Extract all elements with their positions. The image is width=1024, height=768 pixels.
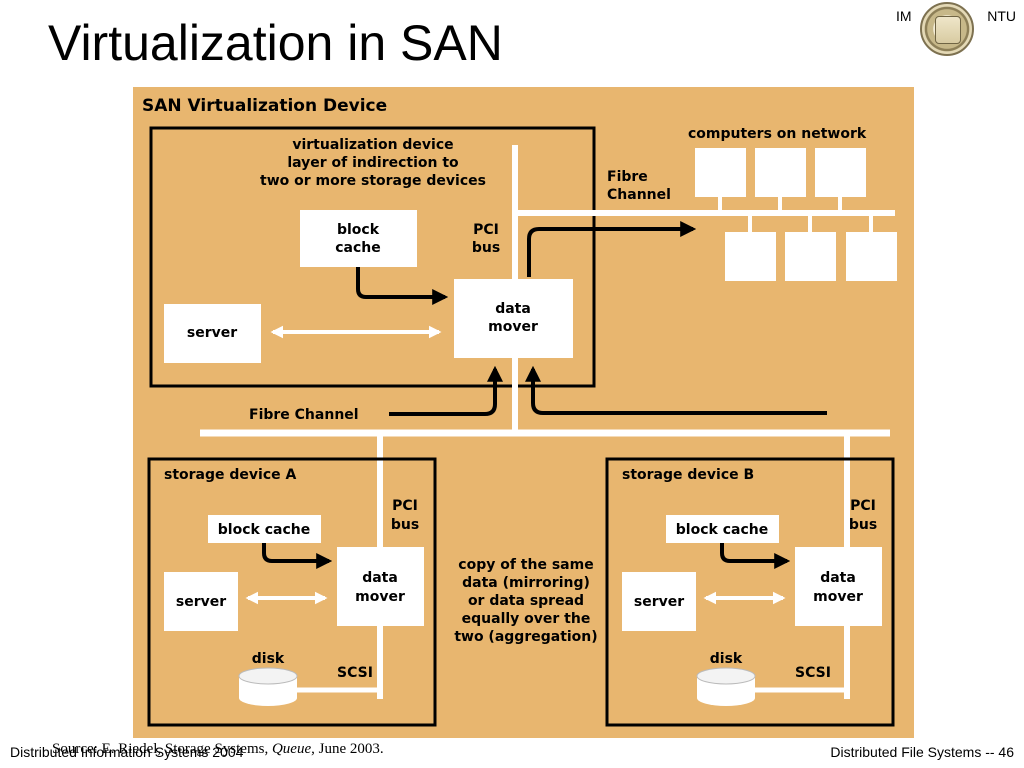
computers-on-network-label: computers on network xyxy=(688,126,867,142)
storage-a-title: storage device A xyxy=(164,467,296,483)
svg-text:SCSI: SCSI xyxy=(337,665,373,681)
storage-a-data-mover xyxy=(337,547,424,626)
pci-bus-label-2: bus xyxy=(472,240,500,256)
virtualization-title-3: two or more storage devices xyxy=(260,173,486,189)
network-computer-3 xyxy=(815,148,866,197)
logo-ntu-text: NTU xyxy=(987,8,1016,24)
svg-text:data: data xyxy=(820,570,856,586)
svg-text:block cache: block cache xyxy=(218,522,310,538)
fibre-channel-top-2: Channel xyxy=(607,187,671,203)
slide-title: Virtualization in SAN xyxy=(48,15,503,71)
svg-text:cache: cache xyxy=(335,240,381,256)
svg-text:mover: mover xyxy=(488,319,538,335)
network-computer-5 xyxy=(785,232,836,281)
fibre-channel-mid-label: Fibre Channel xyxy=(249,407,359,423)
footer-source: Source: E. Riedel, Storage Systems, Queu… xyxy=(52,741,384,757)
block-cache-box xyxy=(300,210,417,267)
svg-text:server: server xyxy=(187,325,237,341)
center-note-3: or data spread xyxy=(468,593,584,609)
storage-a-server xyxy=(164,572,238,631)
san-virtualization-figure: SAN Virtualization Device virtualization… xyxy=(133,87,914,738)
center-note-4: equally over the xyxy=(462,611,591,627)
svg-text:bus: bus xyxy=(849,517,877,533)
university-logo: IM NTU xyxy=(896,0,1018,62)
virtualization-device-box xyxy=(149,126,596,388)
svg-text:SCSI: SCSI xyxy=(795,665,831,681)
svg-text:bus: bus xyxy=(391,517,419,533)
network-computer-6 xyxy=(846,232,897,281)
logo-im-text: IM xyxy=(896,8,912,24)
svg-text:disk: disk xyxy=(252,651,285,667)
virtualization-title-1: virtualization device xyxy=(292,137,453,153)
storage-b-title: storage device B xyxy=(622,467,754,483)
svg-text:data: data xyxy=(362,570,398,586)
network-computer-4 xyxy=(725,232,776,281)
svg-text:server: server xyxy=(176,594,226,610)
storage-device-b-box xyxy=(605,457,895,727)
center-note-2: data (mirroring) xyxy=(462,575,590,591)
pci-bus-label-1: PCI xyxy=(473,222,499,238)
svg-text:data: data xyxy=(495,301,531,317)
svg-text:server: server xyxy=(634,594,684,610)
svg-text:block cache: block cache xyxy=(676,522,768,538)
svg-text:mover: mover xyxy=(813,589,863,605)
footer-course-title: Distributed Information Systems 2004 xyxy=(10,744,244,760)
footer-page-number: Distributed File Systems -- 46 xyxy=(830,744,1014,760)
svg-text:mover: mover xyxy=(355,589,405,605)
storage-device-a-box xyxy=(147,457,437,727)
storage-b-disk-icon xyxy=(696,667,756,706)
center-note-5: two (aggregation) xyxy=(454,629,597,645)
svg-text:disk: disk xyxy=(710,651,743,667)
network-computer-1 xyxy=(695,148,746,197)
storage-b-block-cache xyxy=(666,515,779,543)
storage-b-data-mover xyxy=(795,547,882,626)
svg-text:block: block xyxy=(337,222,380,238)
center-note-1: copy of the same xyxy=(458,557,593,573)
network-computer-2 xyxy=(755,148,806,197)
svg-text:PCI: PCI xyxy=(392,498,418,514)
server-box xyxy=(164,304,261,363)
university-seal-icon xyxy=(920,2,974,56)
diagram-heading: SAN Virtualization Device xyxy=(142,96,387,116)
storage-b-server xyxy=(622,572,696,631)
storage-a-block-cache xyxy=(208,515,321,543)
fibre-channel-top-1: Fibre xyxy=(607,169,648,185)
svg-text:PCI: PCI xyxy=(850,498,876,514)
virtualization-title-2: layer of indirection to xyxy=(287,155,459,171)
data-mover-box xyxy=(454,279,573,358)
storage-a-disk-icon xyxy=(238,667,298,706)
